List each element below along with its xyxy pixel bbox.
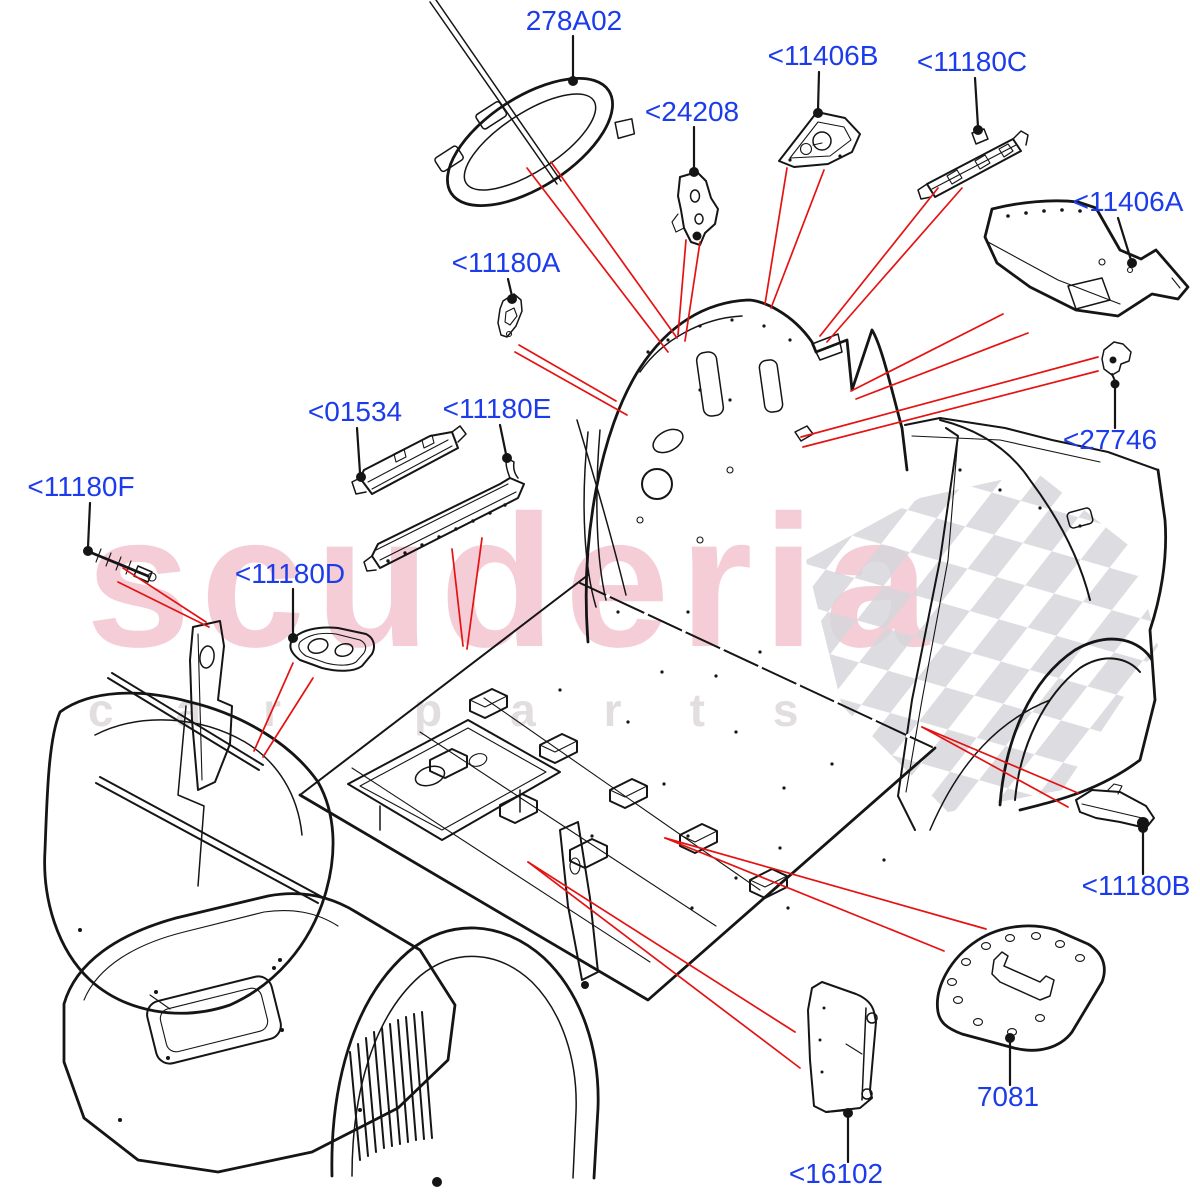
part-label-11180E[interactable]: <11180E [443,393,552,424]
callout-11180A: <11180A [452,247,561,304]
leader-line [506,277,514,298]
part-label-27746[interactable]: <27746 [1063,424,1157,455]
part-label-01534[interactable]: <01534 [308,396,402,427]
callout-01534: <01534 [308,396,402,482]
part-27746-sketch [1101,341,1132,382]
part-label-11406A[interactable]: <11406A [1073,186,1184,217]
part-24208-sketch [671,171,719,246]
part-label-16102[interactable]: <16102 [789,1158,883,1189]
leader-line [816,70,821,112]
part-7081-sketch [935,924,1106,1052]
callout-dot [568,76,578,86]
part-11406B-sketch [778,111,861,168]
trim-rod-sketch [429,0,562,185]
callout-11180F: <11180F [27,471,135,556]
callout-27746: <27746 [1063,379,1157,455]
part-01534-sketch [351,425,467,495]
callout-278A02: 278A02 [526,5,623,86]
watermark-brand: scuderia [86,476,939,686]
callout-dot [1110,379,1120,389]
callout-dot [502,453,512,463]
part-label-278A02[interactable]: 278A02 [526,5,623,36]
callout-11180B: <11180B [1082,823,1191,901]
callout-16102: <16102 [789,1108,883,1189]
part-278A02-sketch [434,76,636,208]
callout-dot [356,472,366,482]
body-structure-sketch [43,298,1167,1187]
part-11180E-sketch [363,457,525,572]
callout-11406A: <11406A [1073,186,1184,268]
leader-line [498,423,508,456]
part-label-11406B[interactable]: <11406B [768,40,879,71]
leader-line [86,501,92,549]
part-11180C-sketch [917,128,1029,200]
callout-dot [507,294,517,304]
part-label-11180A[interactable]: <11180A [452,247,561,278]
part-label-11180B[interactable]: <11180B [1082,870,1191,901]
callout-11180D: <11180D [235,558,345,643]
callout-dot [813,108,823,118]
callout-dot [288,633,298,643]
callout-dot [689,167,699,177]
callout-dot [973,125,983,135]
callout-dot [1138,823,1148,833]
body-line-art [43,0,1190,1187]
part-callouts: 278A02 <24208 <11406B <11180C <11406A <1… [27,5,1190,1189]
part-11180A-sketch [497,293,523,338]
callout-dot [1005,1033,1015,1043]
callout-7081: 7081 [977,1033,1039,1112]
part-label-11180D[interactable]: <11180D [235,558,345,589]
callout-dot [83,546,93,556]
part-label-24208[interactable]: <24208 [645,96,739,127]
callout-dot [843,1108,853,1118]
part-label-11180C[interactable]: <11180C [917,46,1027,77]
callout-11406B: <11406B [768,40,879,118]
watermark-sub-parts: parts [414,684,866,736]
part-11180D-sketch [289,626,375,672]
part-11180F-sketch [90,548,157,583]
callout-24208: <24208 [645,96,739,177]
callout-11180E: <11180E [443,393,552,463]
leader-line [973,76,980,129]
red-leader-lines [117,161,1099,1069]
leader-line [1116,216,1133,262]
callout-11180C: <11180C [917,46,1027,135]
callout-dot [1127,258,1137,268]
watermark: scuderia car parts [86,472,1158,812]
part-label-7081[interactable]: 7081 [977,1081,1039,1112]
checker-flag-watermark [806,472,1158,812]
leader-line [355,426,362,475]
part-11406A-sketch [983,199,1190,318]
part-16102-sketch [807,981,878,1113]
part-label-11180F[interactable]: <11180F [27,471,134,502]
